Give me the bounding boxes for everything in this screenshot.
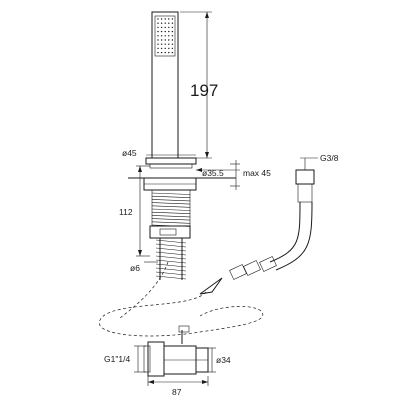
spray-nozzle xyxy=(164,51,166,54)
diverter-valve xyxy=(143,325,209,377)
spring-coil xyxy=(155,259,187,264)
spray-nozzle xyxy=(171,26,174,29)
body-diameter-dimension: ø35.5 xyxy=(196,168,240,178)
spray-nozzle xyxy=(157,18,159,20)
spray-nozzle xyxy=(168,47,170,50)
spray-nozzle xyxy=(160,22,163,24)
spray-nozzle xyxy=(164,43,166,45)
spray-nozzle xyxy=(168,26,170,29)
spray-nozzle xyxy=(160,47,163,50)
deck-mounted-holder xyxy=(128,157,236,280)
spray-nozzle xyxy=(168,43,170,45)
thread-line xyxy=(151,199,191,202)
hose-coupling xyxy=(259,256,277,272)
max-depth-label: max 45 xyxy=(243,168,271,178)
spray-nozzle xyxy=(157,35,159,37)
spray-nozzle xyxy=(164,26,166,29)
spray-nozzle xyxy=(171,43,174,45)
spring-coil xyxy=(155,243,187,248)
spray-nozzle xyxy=(171,22,174,24)
spray-nozzle xyxy=(164,30,166,33)
spray-nozzle xyxy=(164,22,166,24)
spray-nozzle xyxy=(168,35,170,37)
spring-coil xyxy=(155,271,187,276)
spray-nozzle xyxy=(157,39,159,41)
valve-length-label: 87 xyxy=(172,387,182,397)
handset-length-label: 197 xyxy=(190,81,218,100)
thread-line xyxy=(151,215,191,218)
flange-diameter-label: ø45 xyxy=(122,148,137,158)
pin-diameter-label: ø6 xyxy=(130,263,140,273)
valve-thread-dimension: G1"1/4 xyxy=(104,345,146,373)
hose-coupling xyxy=(229,264,247,280)
thread-line xyxy=(151,202,191,205)
spray-nozzle xyxy=(164,18,166,20)
spray-nozzle xyxy=(160,30,163,33)
spray-nozzle xyxy=(168,51,170,54)
hose-coupling xyxy=(243,260,261,276)
spring-coil xyxy=(155,275,187,280)
spray-nozzle xyxy=(168,18,170,20)
hand-shower-handset xyxy=(151,11,179,159)
spring-coil xyxy=(155,251,187,256)
max-depth-dimension: max 45 xyxy=(230,160,271,190)
spray-nozzle xyxy=(164,39,166,41)
thread-line xyxy=(151,192,191,195)
spray-nozzle xyxy=(160,35,163,37)
spring-coil xyxy=(155,255,187,260)
thread-line xyxy=(151,195,191,198)
spray-nozzle xyxy=(157,26,159,29)
body-diameter-label: ø35.5 xyxy=(202,168,224,178)
spray-nozzle xyxy=(157,30,159,33)
handset-length-dimension: 197 xyxy=(180,11,218,159)
valve-length-dimension: 87 xyxy=(147,376,209,397)
flexible-hose: G3/8 xyxy=(98,153,339,337)
spring-coil xyxy=(155,239,187,244)
body-height-label: 112 xyxy=(119,207,133,217)
spray-nozzle xyxy=(171,51,174,54)
spray-nozzle xyxy=(168,22,170,24)
outlet-diameter-dimension: ø34 xyxy=(208,347,231,373)
body-height-dimension: 112 xyxy=(119,165,150,257)
spray-nozzle xyxy=(157,47,159,50)
spray-nozzle xyxy=(171,30,174,33)
spray-nozzle xyxy=(171,18,174,20)
thread-line xyxy=(151,208,191,211)
spray-nozzle xyxy=(171,47,174,50)
thread-line xyxy=(151,221,191,224)
spray-nozzle xyxy=(168,39,170,41)
spray-nozzle xyxy=(164,47,166,50)
spray-nozzle xyxy=(157,51,159,54)
hose-thread-label: G3/8 xyxy=(320,153,339,163)
outlet-diameter-label: ø34 xyxy=(216,355,231,365)
spray-nozzle xyxy=(164,35,166,37)
spray-nozzle xyxy=(160,39,163,41)
pin-diameter-dimension: ø6 xyxy=(130,261,158,273)
spring-coil xyxy=(155,247,187,252)
thread-line xyxy=(151,218,191,221)
spray-nozzle xyxy=(157,22,159,24)
spring-coil xyxy=(155,267,187,272)
thread-line xyxy=(151,211,191,214)
spring-coil xyxy=(155,263,187,268)
valve-thread-label: G1"1/4 xyxy=(104,354,130,364)
spray-nozzle xyxy=(157,43,159,45)
spray-nozzle xyxy=(168,30,170,33)
spray-nozzle xyxy=(160,43,163,45)
spray-nozzle xyxy=(160,26,163,29)
spray-nozzle xyxy=(160,18,163,20)
spray-nozzle xyxy=(171,35,174,37)
thread-line xyxy=(151,205,191,208)
spray-nozzle xyxy=(160,51,163,54)
spray-nozzle xyxy=(171,39,174,41)
flange-diameter-dimension: ø45 xyxy=(122,148,196,158)
